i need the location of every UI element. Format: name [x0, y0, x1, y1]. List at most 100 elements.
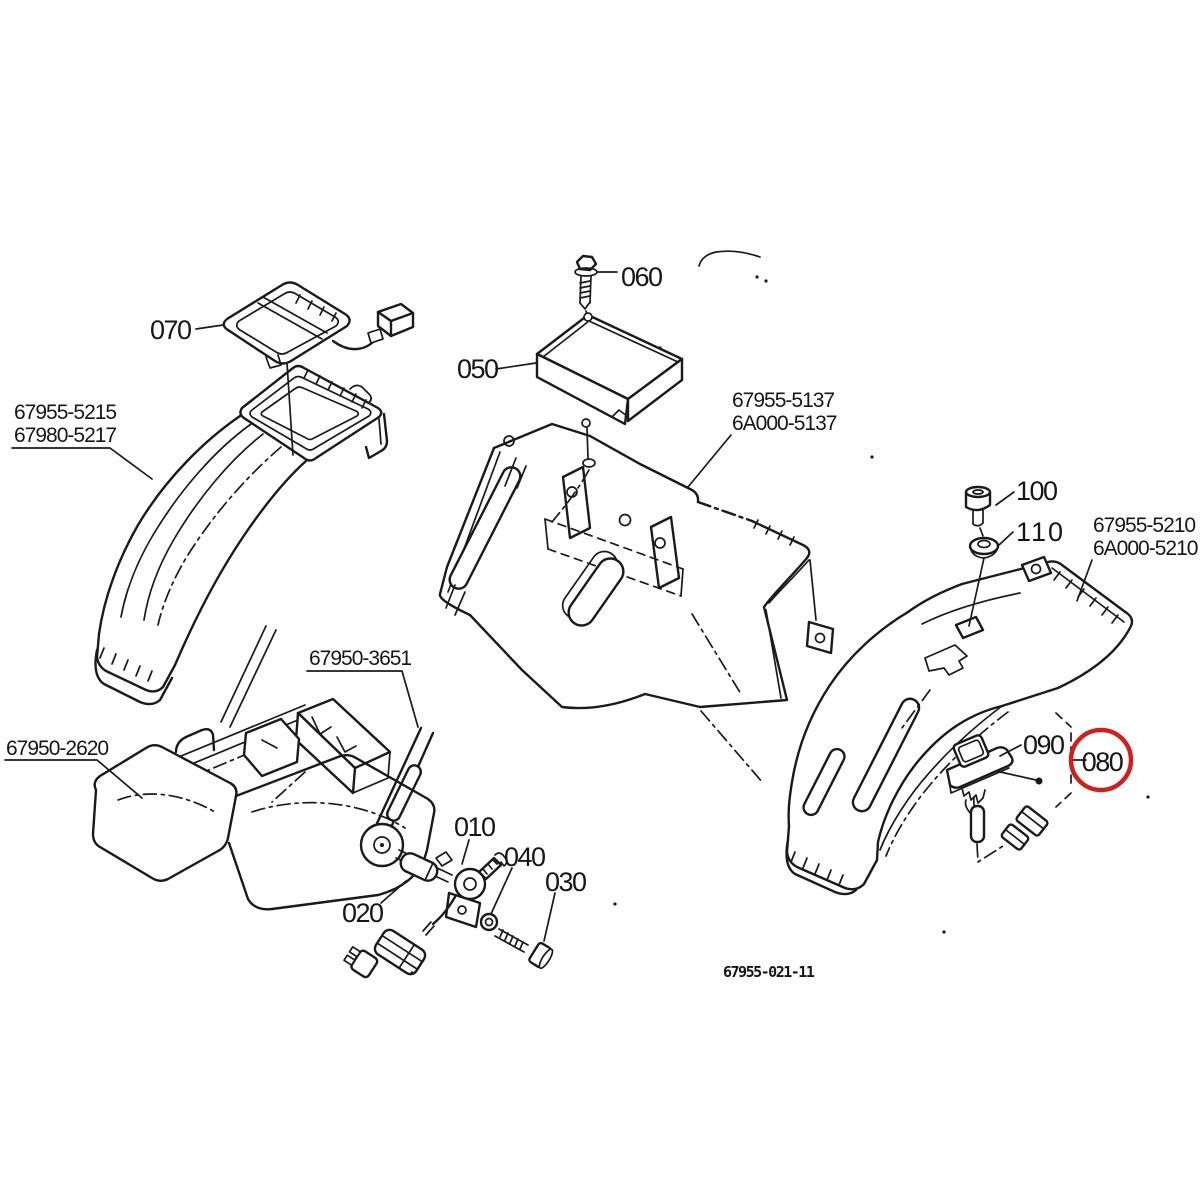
leader-030: [543, 892, 556, 942]
plate-outline-b: [438, 446, 811, 710]
mount-rail-end-right: [680, 568, 684, 597]
spacer-020: [399, 852, 439, 882]
box-boss-top: [583, 312, 593, 322]
arm-centerline: [157, 446, 282, 626]
part-number-console-right-1: 67955-5210: [1093, 514, 1195, 537]
right-end-wall-inner: [378, 418, 382, 445]
leader-040: [490, 867, 513, 915]
plate-vent-slot: [448, 466, 522, 590]
wing-tab: [805, 620, 835, 655]
washer-inner: [977, 539, 991, 549]
plate-outline-dashdot: [696, 500, 754, 523]
leader-pn-console-right: [1076, 559, 1093, 602]
switch-010-nose: [477, 856, 503, 881]
cross-bar-notch-1: [311, 716, 332, 735]
arm-foot: [95, 632, 177, 693]
left-bracket-notch: [261, 739, 278, 749]
stray-marks: [410, 250, 1150, 975]
arm-slot-small: [802, 747, 846, 817]
harness-connector-female: [1000, 823, 1030, 851]
plate-outline-a: [492, 422, 700, 504]
part-number-support-plate-2: 6A000-5137: [732, 412, 837, 435]
part-number-console-left-2: 67980-5217: [14, 424, 116, 447]
storage-tray-070: [222, 281, 415, 456]
back-rail-2: [220, 625, 267, 723]
channel-line-2: [143, 433, 264, 621]
leader-070: [195, 324, 224, 330]
leader-pn-seat-base: [4, 759, 143, 799]
callout-080-group: [1055, 712, 1134, 808]
arm-outer-edge: [787, 610, 910, 828]
switch-nose-threads: [482, 859, 498, 875]
switch-flange: [945, 746, 1014, 789]
pocket-rim-inner: [260, 386, 360, 441]
callout-010: 010: [454, 812, 495, 842]
plate-edge-boss: [503, 435, 515, 447]
wing-bottom-band: [768, 559, 810, 604]
part-number-seat-base: 67950-2620: [6, 737, 108, 760]
switch-flange-thickness: [949, 767, 1010, 794]
callout-030: 030: [545, 867, 586, 897]
left-console-panel: [94, 364, 389, 706]
rim-band-line: [1051, 567, 1125, 623]
part-number-console-left-1: 67955-5215: [14, 401, 116, 424]
foot-hatching: [790, 851, 844, 886]
right-console-panel: [785, 555, 1134, 896]
leader-pn-console-left: [11, 447, 153, 480]
leader-010: [461, 839, 470, 865]
cable-sheath: [422, 921, 435, 936]
box-right-face: [626, 357, 684, 423]
tray-rim-inner: [235, 291, 340, 355]
frame-dashdot: [271, 771, 306, 803]
wire-sleeve: [969, 804, 986, 844]
harness-connector-male: [1015, 805, 1049, 837]
tray-lid-edge-2: [262, 296, 328, 334]
seat-switch-assembly-090: [945, 734, 1049, 863]
screw-shank: [972, 509, 984, 527]
bracket-tab-1: [561, 465, 592, 540]
labels: 070 060 050 100 110 090 080 010 020 040 …: [6, 262, 1199, 981]
screw-100: [964, 485, 992, 527]
screw-alignment-line: [968, 527, 985, 627]
cross-bar-end: [352, 751, 391, 794]
platform-outline: [906, 560, 1134, 708]
wire-tail-dashdot: [976, 843, 1004, 863]
leader-pn-seat-frame: [306, 670, 419, 728]
box-boss-bottom: [581, 418, 591, 428]
support-plate: [438, 422, 835, 784]
arm-slot-large: [851, 697, 921, 813]
platform-top-tab-hole: [1030, 563, 1042, 575]
face-centerline: [901, 689, 931, 729]
callout-110: 110: [1016, 517, 1065, 547]
foot-hatching: [99, 647, 153, 682]
vent-hatch-dashes: [445, 457, 527, 616]
switch-knob: [952, 734, 990, 768]
leader-100: [995, 491, 1015, 506]
plate-right-edge-inner: [765, 609, 782, 699]
bracket-tab-2-hole: [654, 537, 666, 549]
notched-cutout: [924, 644, 968, 676]
bolt-030-head: [528, 941, 554, 970]
callout-020: 020: [342, 898, 383, 928]
rod-clip: [435, 851, 453, 867]
handle-slot-front: [567, 557, 625, 627]
part-number-console-right-2: 6A000-5210: [1093, 537, 1198, 560]
wing-tab-hole: [814, 632, 826, 644]
arm-outer-edge: [97, 414, 242, 636]
screw-recess: [972, 489, 984, 495]
seat-frame: [151, 625, 435, 852]
cushion: [91, 744, 238, 882]
cable-connector-tip: [343, 946, 379, 979]
plate-mount-boss: [582, 458, 596, 468]
foot-lip: [94, 648, 174, 706]
channel-line-1: [120, 423, 252, 618]
screw-head-side: [964, 490, 992, 512]
tray-cable: [331, 339, 374, 351]
platform-inner-line: [921, 592, 1021, 625]
callout-100: 100: [1016, 476, 1057, 506]
leader-110: [998, 531, 1014, 546]
callout-040: 040: [504, 842, 545, 872]
callout-060: 060: [621, 262, 662, 292]
part-number-seat-frame: 67950-3651: [309, 647, 411, 670]
leader-090: [999, 744, 1022, 757]
